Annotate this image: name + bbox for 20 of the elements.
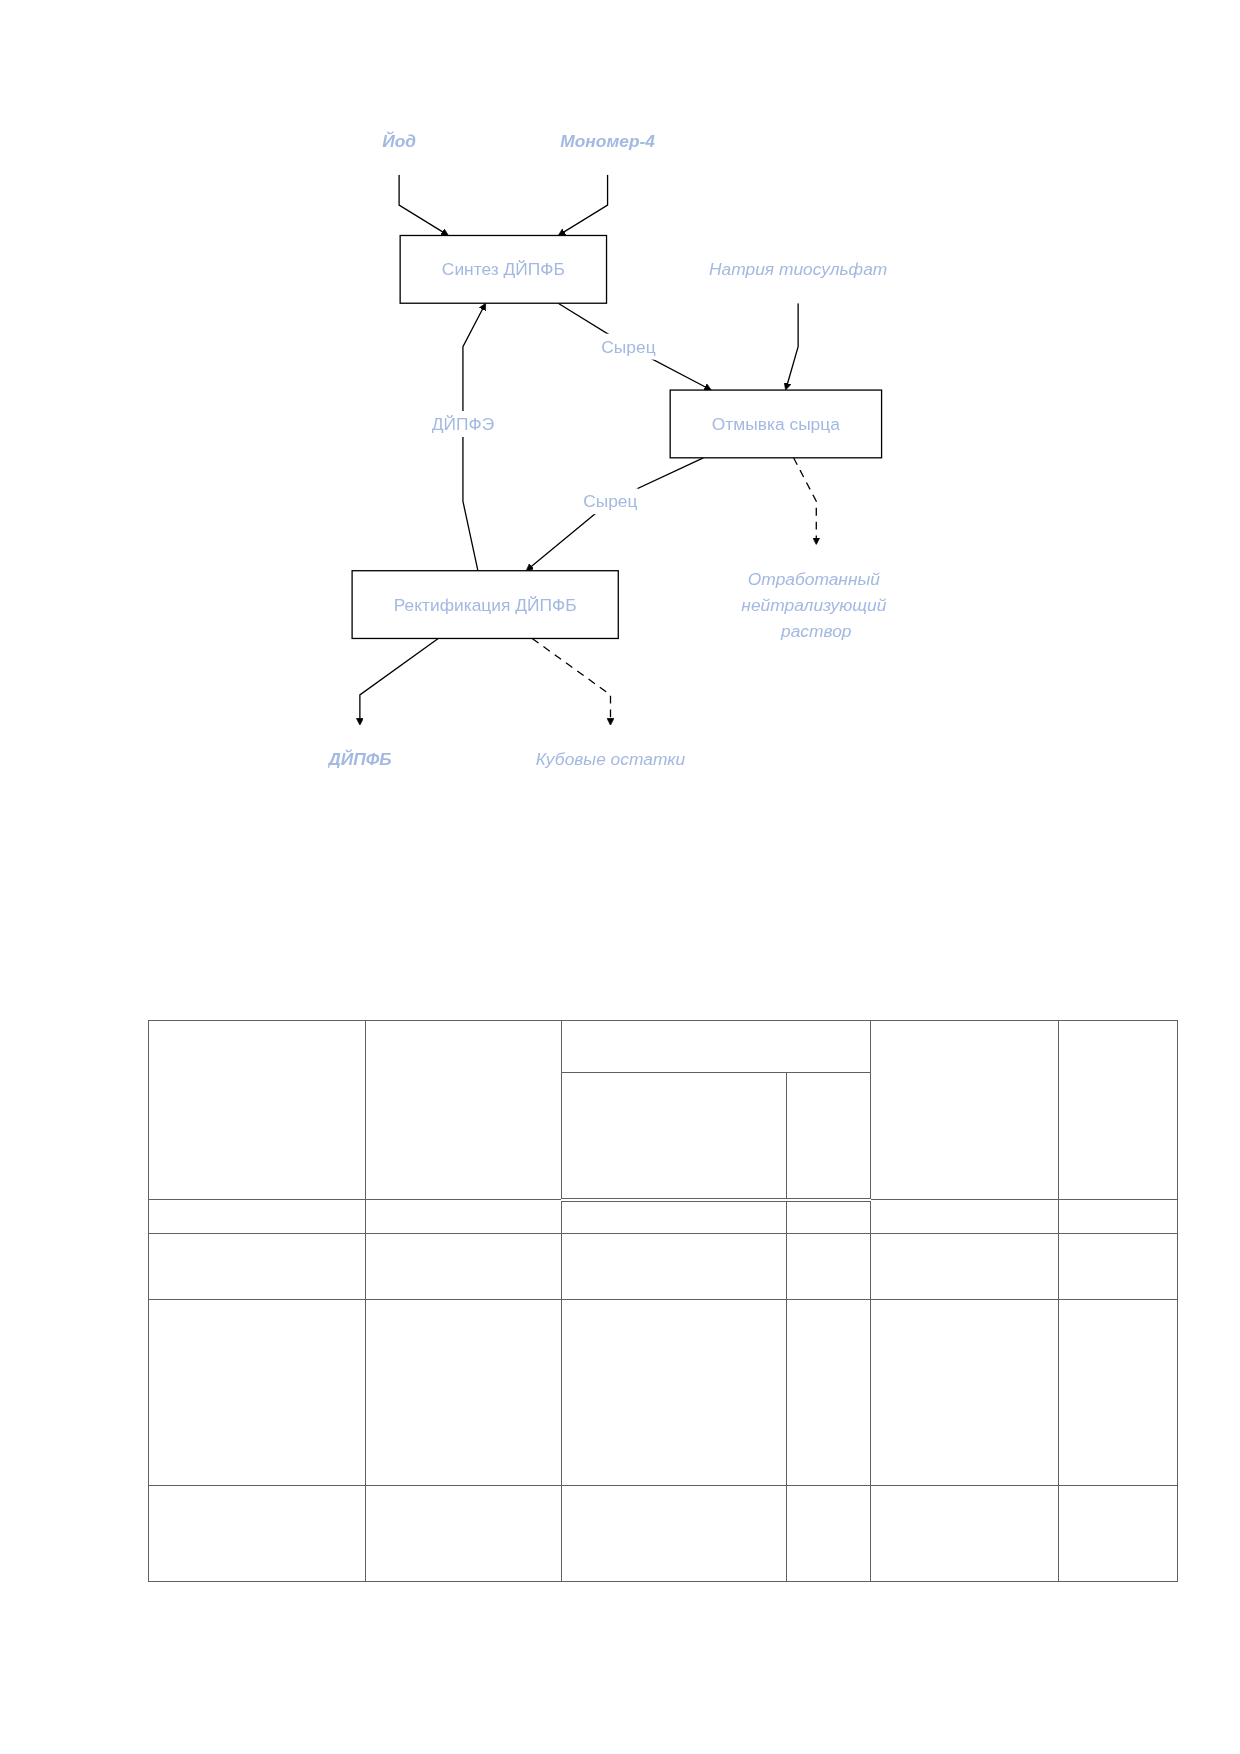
arrow xyxy=(783,302,799,391)
arrow xyxy=(792,457,821,545)
edge-label: Сырец xyxy=(583,491,638,511)
arrow xyxy=(557,302,712,391)
arrow xyxy=(356,637,439,726)
edge-label: Сырец xyxy=(601,337,656,357)
node-text: Кубовые остатки xyxy=(535,749,686,769)
node-text: Мономер-4 xyxy=(560,131,655,151)
arrow xyxy=(531,637,615,726)
node-box: Синтез ДЙПФБ xyxy=(399,234,608,304)
node-text: Йод xyxy=(382,131,417,151)
arrow xyxy=(398,174,449,236)
arrow xyxy=(525,457,704,572)
arrow xyxy=(462,302,486,572)
node-box: Отмывка сырца xyxy=(669,389,883,459)
arrow xyxy=(557,174,609,236)
node-box: Ректификация ДЙПФБ xyxy=(351,570,619,640)
edge-label: ДЙПФЭ xyxy=(431,414,495,434)
node-text: Отработанный нейтрализующий раствор xyxy=(741,568,887,641)
node-text: Натрия тиосульфат xyxy=(709,259,888,279)
